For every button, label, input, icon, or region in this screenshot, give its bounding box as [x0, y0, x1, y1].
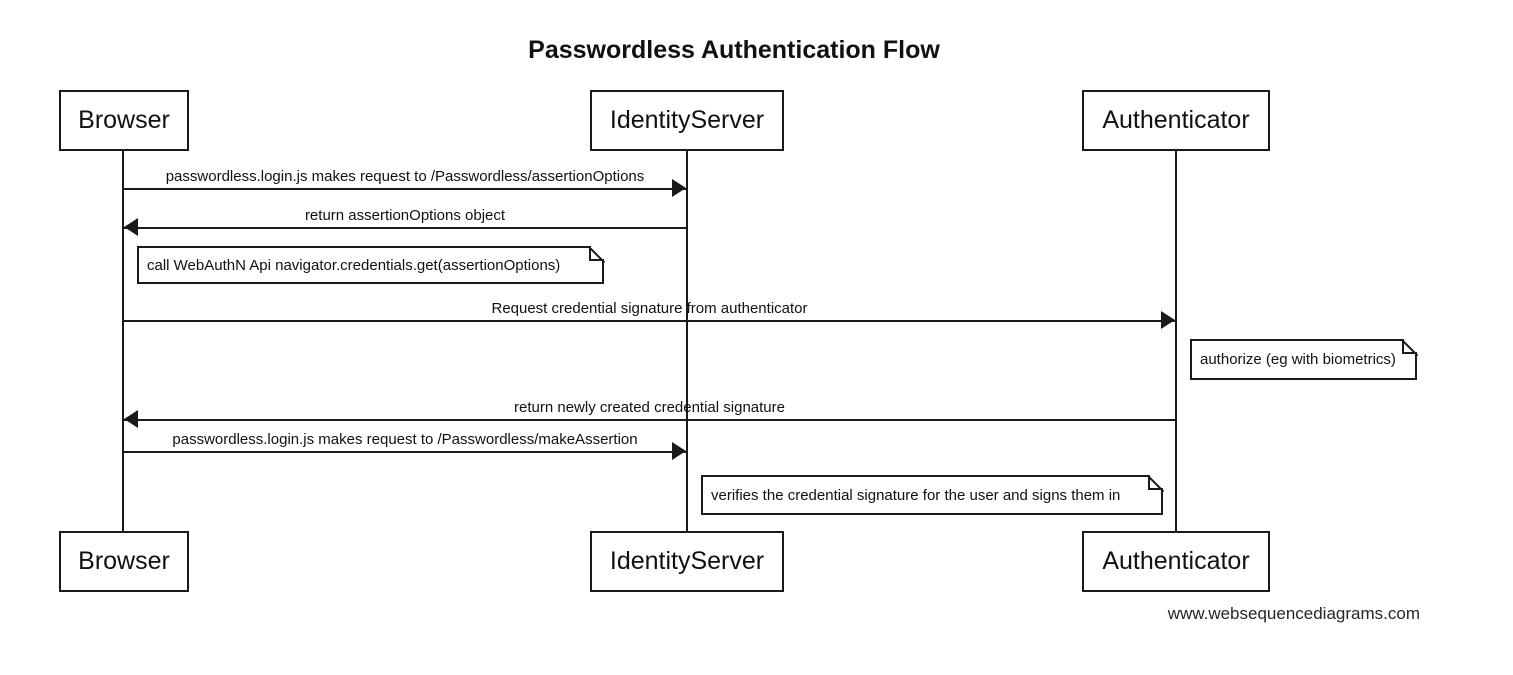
diagram-title: Passwordless Authentication Flow — [528, 36, 940, 64]
message-line-3 — [124, 320, 1175, 322]
actor-box-browser-top: Browser — [59, 90, 189, 151]
message-arrowhead-5 — [672, 442, 686, 460]
message-label-3: Request credential signature from authen… — [491, 300, 808, 317]
message-label-5: passwordless.login.js makes request to /… — [172, 431, 638, 448]
note-2: authorize (eg with biometrics) — [1190, 339, 1417, 380]
note-3: verifies the credential signature for th… — [701, 475, 1163, 515]
message-arrowhead-1 — [672, 179, 686, 197]
message-arrowhead-2 — [124, 218, 138, 236]
message-line-2 — [124, 227, 686, 229]
message-arrowhead-4 — [124, 410, 138, 428]
message-label-2: return assertionOptions object — [304, 207, 506, 224]
message-line-4 — [124, 419, 1175, 421]
actor-box-identityserver-top: IdentityServer — [590, 90, 784, 151]
actor-box-browser-bottom: Browser — [59, 531, 189, 592]
message-arrowhead-3 — [1161, 311, 1175, 329]
message-label-1: passwordless.login.js makes request to /… — [165, 168, 645, 185]
actor-box-authenticator-top: Authenticator — [1082, 90, 1270, 151]
message-label-4: return newly created credential signatur… — [514, 399, 785, 416]
lifeline-browser — [122, 150, 124, 531]
actor-box-authenticator-bottom: Authenticator — [1082, 531, 1270, 592]
actor-box-identityserver-bottom: IdentityServer — [590, 531, 784, 592]
message-line-5 — [124, 451, 686, 453]
note-1: call WebAuthN Api navigator.credentials.… — [137, 246, 604, 284]
lifeline-identityserver — [686, 150, 688, 531]
lifeline-authenticator — [1175, 150, 1177, 531]
message-line-1 — [124, 188, 686, 190]
watermark: www.websequencediagrams.com — [1167, 604, 1420, 623]
